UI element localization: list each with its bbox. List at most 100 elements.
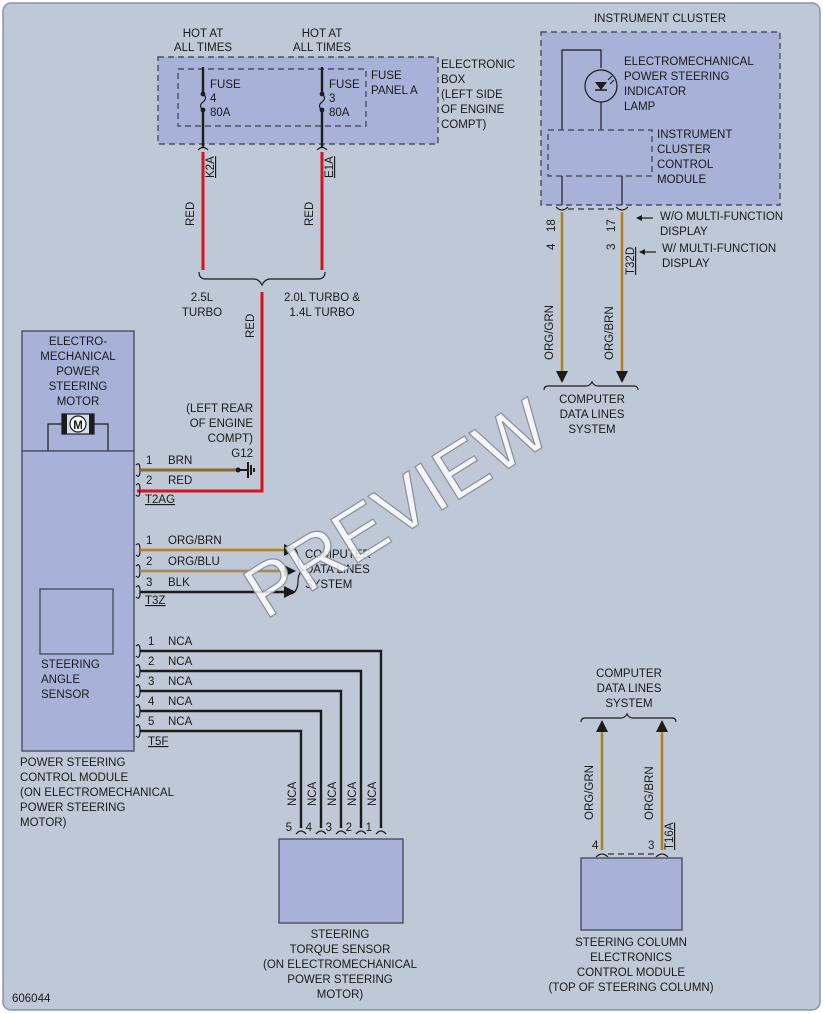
torque-sensor-pins: 5 4 3 2 1: [286, 822, 387, 835]
cluster-cdl-label: COMPUTER DATA LINES SYSTEM: [559, 394, 625, 436]
svg-text:NCA: NCA: [168, 716, 193, 728]
svg-text:RED: RED: [168, 475, 192, 487]
connector-t5f: 1 NCA 2 NCA 3 NCA 4 NCA 5 NCA T5F: [135, 636, 383, 828]
svg-text:DATA LINES: DATA LINES: [305, 564, 370, 576]
svg-text:STEERING COLUMN: STEERING COLUMN: [575, 937, 687, 949]
svg-text:4: 4: [592, 840, 599, 852]
svg-text:4: 4: [546, 243, 558, 250]
svg-text:(ON ELECTROMECHANICAL: (ON ELECTROMECHANICAL: [263, 959, 418, 971]
svg-text:FUSE: FUSE: [329, 79, 360, 91]
svg-text:POWER STEERING: POWER STEERING: [20, 757, 125, 769]
svg-text:T5F: T5F: [148, 736, 168, 748]
column-cdl-brace: [580, 712, 677, 723]
cluster-pin-17-connector: [615, 206, 629, 211]
svg-text:4: 4: [306, 822, 313, 834]
svg-text:ORG/BRN: ORG/BRN: [168, 535, 222, 547]
svg-text:3: 3: [648, 840, 654, 852]
svg-text:NCA: NCA: [168, 636, 193, 648]
svg-text:MOTOR): MOTOR): [20, 817, 67, 829]
red-feed-label: RED: [245, 314, 257, 338]
svg-text:(LEFT SIDE: (LEFT SIDE: [441, 89, 503, 101]
svg-text:MOTOR: MOTOR: [57, 396, 100, 408]
svg-text:NCA: NCA: [168, 676, 193, 688]
connector-t2ag: 1 BRN 2 RED T2AG: [135, 455, 262, 506]
column-arrow-right: [656, 720, 668, 732]
svg-text:INSTRUMENT: INSTRUMENT: [657, 129, 732, 141]
svg-text:POWER: POWER: [56, 366, 99, 378]
svg-text:HOT AT: HOT AT: [183, 28, 223, 40]
svg-text:FUSE: FUSE: [210, 79, 241, 91]
svg-text:3: 3: [146, 577, 152, 589]
svg-text:CONTROL MODULE: CONTROL MODULE: [20, 772, 129, 784]
column-arrow-left: [596, 720, 608, 732]
fuse-4: FUSE 4 80A: [199, 67, 241, 148]
svg-text:T32D: T32D: [625, 247, 637, 275]
svg-text:1: 1: [146, 455, 152, 467]
svg-text:1: 1: [148, 636, 154, 648]
svg-text:ELECTRO-: ELECTRO-: [49, 336, 107, 348]
svg-text:5: 5: [148, 716, 154, 728]
svg-text:NCA: NCA: [287, 781, 299, 806]
variant-brace: [198, 271, 326, 287]
svg-text:2: 2: [148, 656, 154, 668]
svg-text:PANEL A: PANEL A: [371, 85, 418, 97]
svg-text:MODULE: MODULE: [657, 174, 707, 186]
ground-g12-label: (LEFT REAR OF ENGINE COMPT) G12: [186, 403, 253, 460]
svg-text:DATA LINES: DATA LINES: [597, 683, 662, 695]
svg-text:POWER STEERING: POWER STEERING: [624, 71, 729, 83]
svg-text:4: 4: [148, 696, 155, 708]
nca-wire-labels: NCA NCA NCA NCA NCA: [287, 781, 379, 806]
svg-text:NCA: NCA: [327, 781, 339, 806]
svg-text:SYSTEM: SYSTEM: [305, 579, 352, 591]
svg-text:ALL TIMES: ALL TIMES: [293, 42, 351, 54]
svg-text:1.4L TURBO: 1.4L TURBO: [289, 307, 354, 319]
column-org-brn-label: ORG/BRN: [644, 766, 656, 820]
indicator-lamp: ELECTROMECHANICAL POWER STEERING INDICAT…: [561, 49, 754, 130]
e1a-label: E1A: [324, 156, 336, 178]
svg-text:W/O MULTI-FUNCTION: W/O MULTI-FUNCTION: [660, 211, 783, 223]
svg-text:FUSE: FUSE: [371, 70, 402, 82]
svg-text:80A: 80A: [210, 107, 231, 119]
svg-text:80A: 80A: [329, 107, 350, 119]
svg-text:COMPT): COMPT): [208, 433, 254, 445]
svg-text:5: 5: [286, 822, 292, 834]
cluster-pin-18-connector: [555, 206, 569, 211]
instrument-cluster-control-module: [547, 129, 653, 177]
svg-text:TORQUE SENSOR: TORQUE SENSOR: [290, 944, 391, 956]
multi-function-notes: W/O MULTI-FUNCTION DISPLAY W/ MULTI-FUNC…: [636, 211, 783, 270]
connector-t3z: 1 ORG/BRN 2 ORG/BLU 3 BLK T3Z: [135, 535, 306, 607]
cdl-label-t3z: COMPUTER DATA LINES SYSTEM: [305, 549, 371, 591]
fuse-panel-a: [177, 68, 367, 127]
torque-sensor-label: STEERING TORQUE SENSOR (ON ELECTROMECHAN…: [263, 929, 418, 1001]
svg-text:DATA LINES: DATA LINES: [560, 409, 625, 421]
svg-text:3: 3: [148, 676, 154, 688]
svg-text:CONTROL MODULE: CONTROL MODULE: [577, 967, 686, 979]
svg-text:2.0L TURBO &: 2.0L TURBO &: [284, 292, 360, 304]
steering-angle-sensor-label: STEERING ANGLE SENSOR: [41, 659, 100, 701]
svg-text:SENSOR: SENSOR: [41, 689, 90, 701]
cluster-pin-labels: 18 4 17 3 T32D: [546, 219, 637, 275]
svg-text:ELECTRONIC: ELECTRONIC: [441, 59, 515, 71]
motor-icon: M: [47, 413, 109, 451]
steering-torque-sensor: [278, 838, 404, 924]
column-org-grn-label: ORG/GRN: [584, 765, 596, 820]
svg-text:COMPUTER: COMPUTER: [596, 668, 662, 680]
svg-text:M: M: [73, 420, 83, 432]
svg-text:COMPUTER: COMPUTER: [559, 394, 625, 406]
cluster-arrow-left: [556, 371, 568, 383]
svg-text:(ON ELECTROMECHANICAL: (ON ELECTROMECHANICAL: [20, 787, 175, 799]
svg-text:STEERING: STEERING: [49, 381, 108, 393]
ground-icon: [235, 462, 255, 478]
svg-text:NCA: NCA: [168, 656, 193, 668]
figure-id: 606044: [12, 993, 51, 1005]
svg-text:ALL TIMES: ALL TIMES: [174, 42, 232, 54]
svg-text:BOX: BOX: [441, 74, 466, 86]
svg-text:4: 4: [210, 93, 217, 105]
svg-text:ORG/BLU: ORG/BLU: [168, 556, 220, 568]
e1a-connector: [316, 146, 328, 151]
svg-text:DISPLAY: DISPLAY: [660, 226, 708, 238]
svg-text:STEERING: STEERING: [311, 929, 370, 941]
svg-text:G12: G12: [231, 448, 253, 460]
svg-text:ELECTRONICS: ELECTRONICS: [590, 952, 672, 964]
svg-text:2: 2: [146, 475, 152, 487]
